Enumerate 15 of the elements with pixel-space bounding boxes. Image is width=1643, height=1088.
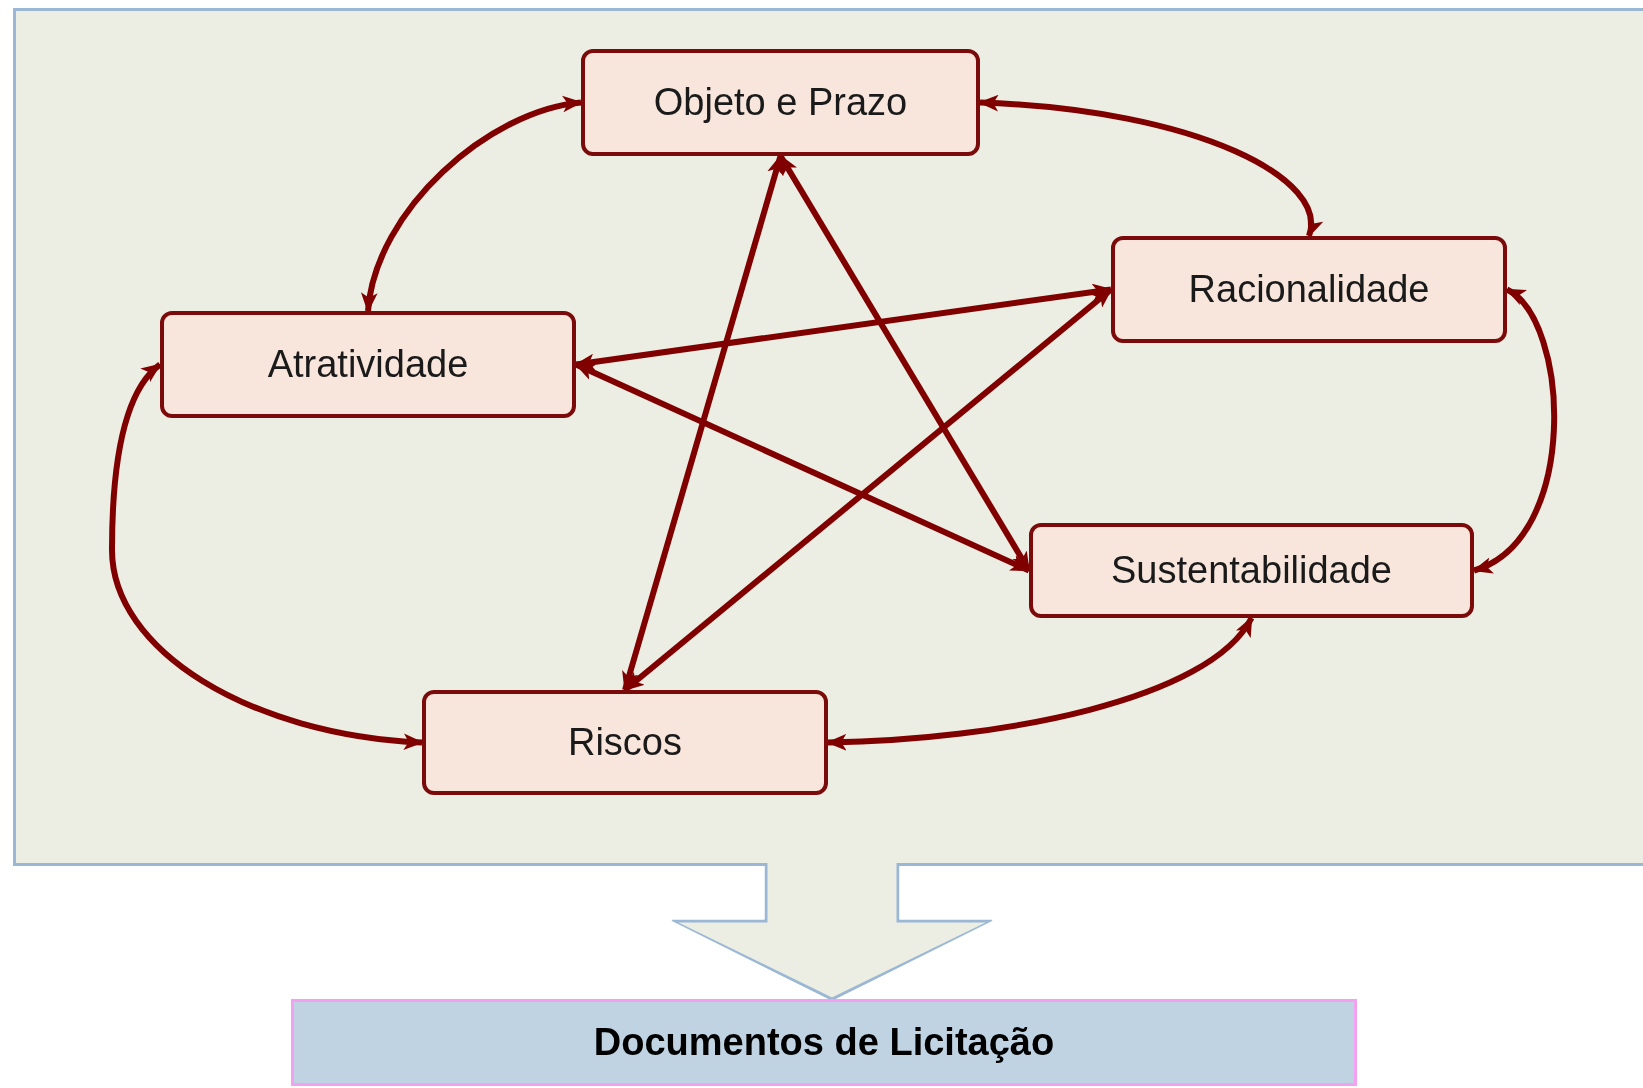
double-arrow bbox=[826, 616, 1254, 751]
topic-box: Riscos bbox=[422, 690, 828, 795]
topic-box: Objeto e Prazo bbox=[581, 49, 980, 156]
topic-box: Racionalidade bbox=[1111, 236, 1507, 343]
double-arrow bbox=[622, 154, 784, 692]
double-arrow bbox=[574, 283, 1113, 371]
double-arrow bbox=[1472, 287, 1557, 574]
double-arrow bbox=[362, 97, 583, 313]
double-arrow bbox=[574, 361, 1031, 574]
topic-box: Sustentabilidade bbox=[1029, 523, 1474, 618]
topic-box: Atratividade bbox=[160, 311, 576, 418]
panel-background bbox=[13, 8, 1643, 866]
output-box: Documentos de Licitação bbox=[291, 999, 1357, 1086]
double-arrow bbox=[978, 95, 1320, 238]
double-arrow bbox=[109, 362, 424, 750]
